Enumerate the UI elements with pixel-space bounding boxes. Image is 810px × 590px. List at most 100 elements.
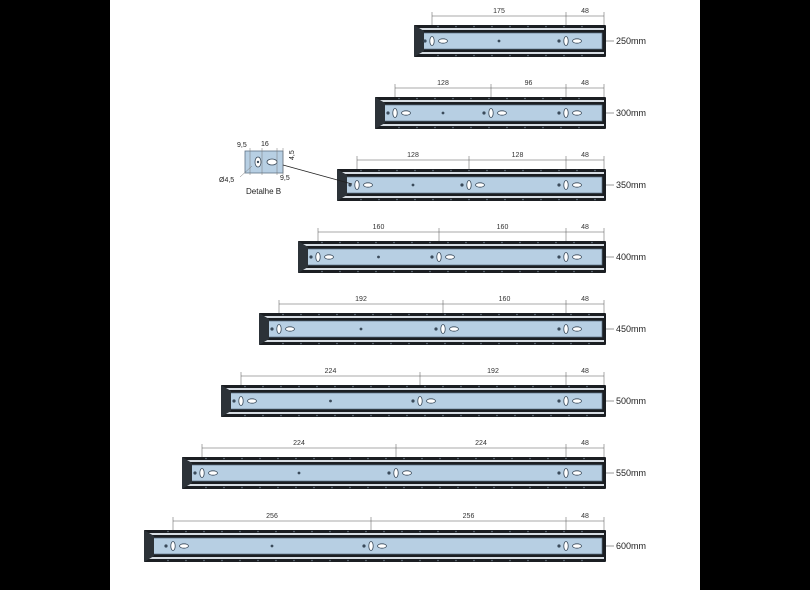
- rail-inner-channel: [264, 320, 603, 338]
- slot-hole-icon: [315, 252, 321, 262]
- rail-end-cap: [375, 97, 385, 129]
- slot-hole-icon: [199, 468, 205, 478]
- bearing-dot-icon: [388, 414, 390, 417]
- bearing-dot-icon: [583, 457, 585, 460]
- bearing-dot-icon: [241, 457, 243, 460]
- bearing-dot-icon: [354, 313, 356, 316]
- bearing-dot-icon: [516, 313, 518, 316]
- oval-hole-icon: [363, 182, 373, 188]
- bearing-dot-icon: [329, 559, 331, 562]
- rail-bottom-rim: [379, 124, 604, 126]
- bearing-dot-icon: [275, 559, 277, 562]
- bearing-dot-icon: [298, 385, 300, 388]
- bearing-dot-icon: [488, 126, 490, 129]
- bearing-dot-icon: [426, 342, 428, 345]
- bearing-dot-icon: [478, 385, 480, 388]
- slot-hole-icon: [563, 541, 569, 551]
- rail-top-rim: [225, 388, 604, 390]
- bearing-dot-icon: [383, 530, 385, 533]
- bearing-dot-icon: [403, 486, 405, 489]
- bearing-dot-icon: [594, 198, 596, 201]
- bearing-dot-icon: [527, 54, 529, 57]
- bearing-dot-icon: [563, 54, 565, 57]
- mount-hole-icon: [411, 399, 415, 403]
- bearing-dot-icon: [421, 457, 423, 460]
- slot-hole-icon: [368, 541, 374, 551]
- bearing-dot-icon: [442, 414, 444, 417]
- mount-hole-icon: [557, 183, 561, 187]
- bearing-dot-icon: [408, 342, 410, 345]
- mount-hole-icon: [193, 471, 197, 475]
- oval-hole-icon: [572, 543, 582, 549]
- bearing-dot-icon: [501, 241, 503, 244]
- dimension-label: 48: [581, 368, 589, 375]
- bearing-dot-icon: [334, 385, 336, 388]
- bearing-dot-icon: [367, 457, 369, 460]
- mount-hole-icon: [362, 544, 366, 548]
- bearing-dot-icon: [450, 169, 452, 172]
- bearing-dot-icon: [473, 530, 475, 533]
- bearing-dot-icon: [416, 97, 418, 100]
- bearing-dot-icon: [457, 457, 459, 460]
- bearing-dot-icon: [504, 198, 506, 201]
- bearing-dot-icon: [460, 385, 462, 388]
- bearing-dot-icon: [534, 313, 536, 316]
- rail-end-cap: [259, 313, 269, 345]
- oval-hole-icon: [324, 254, 334, 260]
- bearing-dot-icon: [334, 414, 336, 417]
- oval-hole-icon: [438, 38, 448, 44]
- bearing-dot-icon: [244, 385, 246, 388]
- bearing-dot-icon: [516, 342, 518, 345]
- bearing-dot-icon: [560, 97, 562, 100]
- bearing-dot-icon: [393, 270, 395, 273]
- slot-hole-icon: [466, 180, 472, 190]
- bearing-dot-icon: [498, 342, 500, 345]
- bearing-dot-icon: [496, 414, 498, 417]
- bearing-dot-icon: [349, 486, 351, 489]
- bearing-dot-icon: [298, 414, 300, 417]
- bearing-dot-icon: [293, 530, 295, 533]
- bearing-dot-icon: [352, 414, 354, 417]
- bearing-dot-icon: [447, 270, 449, 273]
- bearing-dot-icon: [331, 457, 333, 460]
- dimension-label: 48: [581, 80, 589, 87]
- oval-hole-icon: [475, 182, 485, 188]
- bearing-dot-icon: [311, 559, 313, 562]
- bearing-dot-icon: [527, 559, 529, 562]
- oval-hole-icon: [572, 326, 582, 332]
- detail-dim-label: 4,5: [289, 150, 296, 160]
- bearing-dot-icon: [352, 385, 354, 388]
- dimension-label: 160: [497, 224, 509, 231]
- bearing-dot-icon: [576, 169, 578, 172]
- detail-callout-line: [282, 164, 353, 185]
- bearing-dot-icon: [591, 270, 593, 273]
- bearing-dot-icon: [483, 270, 485, 273]
- rail-bottom-rim: [302, 268, 604, 270]
- oval-hole-icon: [402, 470, 412, 476]
- bearing-dot-icon: [509, 54, 511, 57]
- bearing-dot-icon: [558, 198, 560, 201]
- bearing-dot-icon: [406, 385, 408, 388]
- rail-top-rim: [263, 316, 604, 318]
- detail-leader: [239, 165, 253, 178]
- rail-end-cap: [144, 530, 154, 562]
- bearing-dot-icon: [257, 559, 259, 562]
- bearing-dot-icon: [468, 198, 470, 201]
- bearing-dot-icon: [545, 530, 547, 533]
- oval-hole-icon: [445, 254, 455, 260]
- bearing-dot-icon: [360, 198, 362, 201]
- bearing-dot-icon: [473, 559, 475, 562]
- bearing-dot-icon: [591, 241, 593, 244]
- center-hole-icon: [411, 183, 415, 187]
- bearing-dot-icon: [550, 385, 552, 388]
- bearing-dot-icon: [462, 342, 464, 345]
- bearing-dot-icon: [411, 270, 413, 273]
- length-label: 600mm: [616, 541, 646, 551]
- bearing-dot-icon: [581, 25, 583, 28]
- rail-top-rim: [341, 172, 604, 174]
- bearing-dot-icon: [444, 313, 446, 316]
- bearing-dot-icon: [401, 559, 403, 562]
- bearing-dot-icon: [480, 313, 482, 316]
- bearing-dot-icon: [365, 530, 367, 533]
